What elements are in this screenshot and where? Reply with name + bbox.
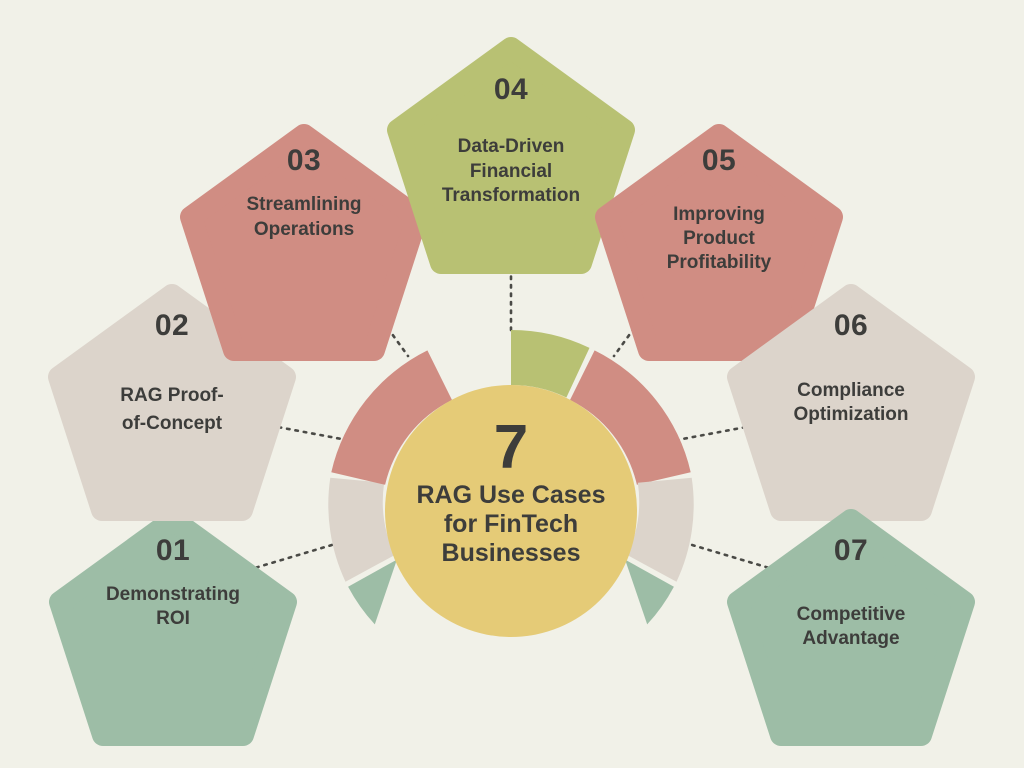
pentagon-label-06-line1: Compliance <box>797 380 905 401</box>
ring-segment-02 <box>328 477 395 582</box>
center-title-line3: Businesses <box>442 539 581 567</box>
pentagon-number-01: 01 <box>156 534 190 567</box>
pentagon-shape-01[interactable] <box>49 509 297 746</box>
ring-segment-03 <box>331 350 452 485</box>
pentagon-item-04[interactable]: 04 Data-Driven Financial Transformation <box>387 37 635 274</box>
center-circle <box>385 385 637 637</box>
ring-segment-06 <box>627 477 694 582</box>
center-donut-ring <box>328 330 694 625</box>
pentagon-shape-03[interactable] <box>180 124 428 361</box>
pentagon-shape-04[interactable] <box>387 37 635 274</box>
ring-segment-01 <box>348 559 397 625</box>
pentagon-item-01[interactable]: 01 Demonstrating ROI <box>49 509 297 746</box>
pentagon-shape-07[interactable] <box>727 509 975 746</box>
ring-segment-04 <box>511 330 590 398</box>
pentagon-label-05-line3: Profitability <box>667 252 772 273</box>
pentagon-item-07[interactable]: 07 Competitive Advantage <box>727 509 975 746</box>
pentagon-number-02: 02 <box>155 309 189 342</box>
pentagon-label-02-line2: of-Concept <box>122 413 223 434</box>
pentagon-item-05[interactable]: 05 Improving Product Profitability <box>595 124 843 361</box>
pentagon-label-06-line2: Optimization <box>793 404 908 425</box>
pentagon-shape-05[interactable] <box>595 124 843 361</box>
pentagon-number-03: 03 <box>287 144 321 177</box>
pentagon-label-01-line2: ROI <box>156 608 190 629</box>
ring-segment-05 <box>570 350 691 485</box>
pentagon-number-05: 05 <box>702 144 736 177</box>
center-number: 7 <box>494 413 528 482</box>
pentagon-label-05-line1: Improving <box>673 204 765 225</box>
pentagon-label-04-line2: Financial <box>470 161 552 182</box>
pentagon-label-04-line1: Data-Driven <box>458 136 565 157</box>
pentagon-number-04: 04 <box>494 73 528 106</box>
pentagon-number-06: 06 <box>834 309 868 342</box>
center-title-line1: RAG Use Cases <box>417 481 606 509</box>
ring-segment-07 <box>625 559 674 625</box>
pentagon-label-07-line2: Advantage <box>802 628 899 649</box>
pentagon-label-03-line1: Streamlining <box>246 194 361 215</box>
pentagon-item-03[interactable]: 03 Streamlining Operations <box>180 124 428 361</box>
center-title-line2: for FinTech <box>444 510 578 538</box>
connector-07 <box>660 534 778 572</box>
connector-01 <box>246 534 364 572</box>
pentagon-label-07-line1: Competitive <box>797 604 906 625</box>
pentagon-number-07: 07 <box>834 534 868 567</box>
pentagon-label-02-line1: RAG Proof- <box>120 385 223 406</box>
pentagon-label-04-line3: Transformation <box>442 185 580 206</box>
pentagon-label-05-line2: Product <box>683 228 755 249</box>
pentagon-label-01-line1: Demonstrating <box>106 584 240 605</box>
pentagon-label-03-line2: Operations <box>254 219 354 240</box>
